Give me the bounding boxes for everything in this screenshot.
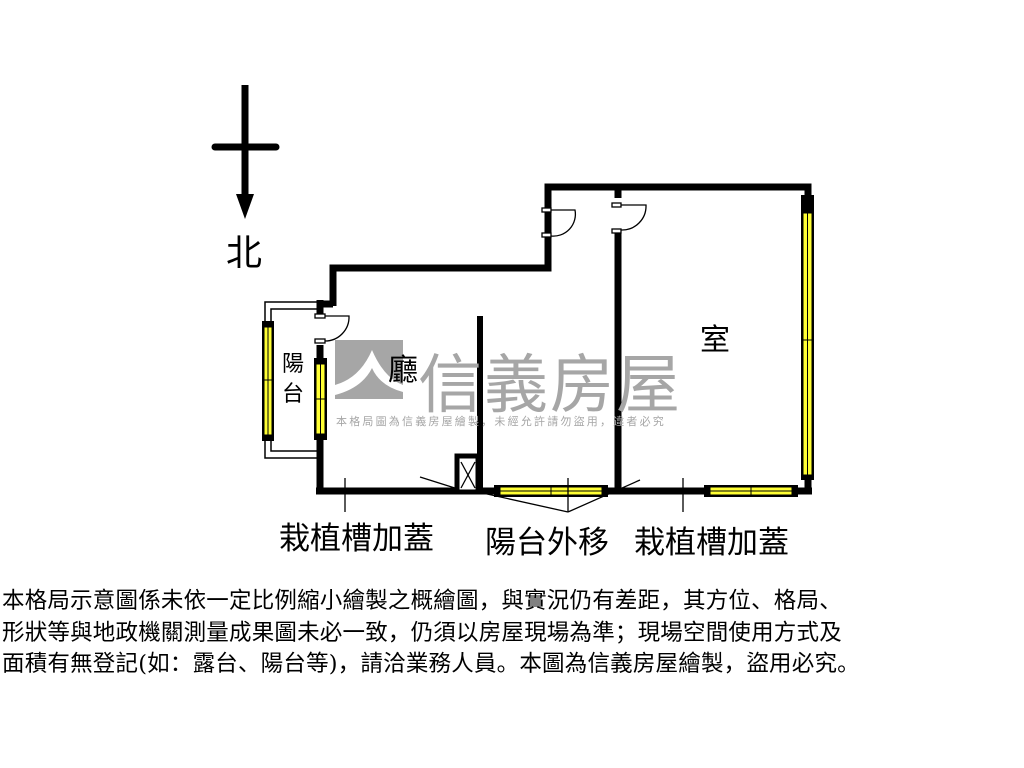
disclaimer-line: 形狀等與地政機關測量成果圖未必一致，仍須以房屋現場為準；現場空間使用方式及 <box>2 619 842 646</box>
disclaimer-line: 本格局示意圖係未依一定比例縮小繪製之概繪圖，與實況仍有差距，其方位、格局、 <box>2 588 842 614</box>
windows <box>262 195 814 497</box>
room-label-balcony-2: 台 <box>282 382 305 407</box>
sinyi-logo-icon <box>335 340 403 399</box>
door-icon <box>314 202 647 344</box>
compass-arrow-icon <box>211 85 280 219</box>
watermark-brand: 信義房屋 <box>418 349 682 423</box>
callout-balcony-moved-out: 陽台外移 <box>485 525 609 561</box>
north-label: 北 <box>226 233 263 274</box>
callout-planter-cover-left: 栽植槽加蓋 <box>279 521 434 557</box>
balcony-outline <box>264 301 318 459</box>
room-label-living: 廳 <box>388 353 418 388</box>
disclaimer-line: 面積有無登記(如：露台、陽台等)，請洽業務人員。本圖為信義房屋繪製，盜用必究。 <box>2 651 860 677</box>
duct-shaft-icon <box>454 453 481 495</box>
watermark-notice: 本格局圖為信義房屋繪製，未經允許請勿盜用，違者必究 <box>336 415 666 428</box>
disclaimer: 本格局示意圖係未依一定比例縮小繪製之概繪圖，與實況仍有差距，其方位、格局、 形狀… <box>2 586 1024 681</box>
room-label-balcony-1: 陽 <box>282 352 305 377</box>
callout-leaders <box>344 476 684 513</box>
callout-planter-cover-right: 栽植槽加蓋 <box>634 525 789 561</box>
room-label-room: 室 <box>700 323 730 358</box>
